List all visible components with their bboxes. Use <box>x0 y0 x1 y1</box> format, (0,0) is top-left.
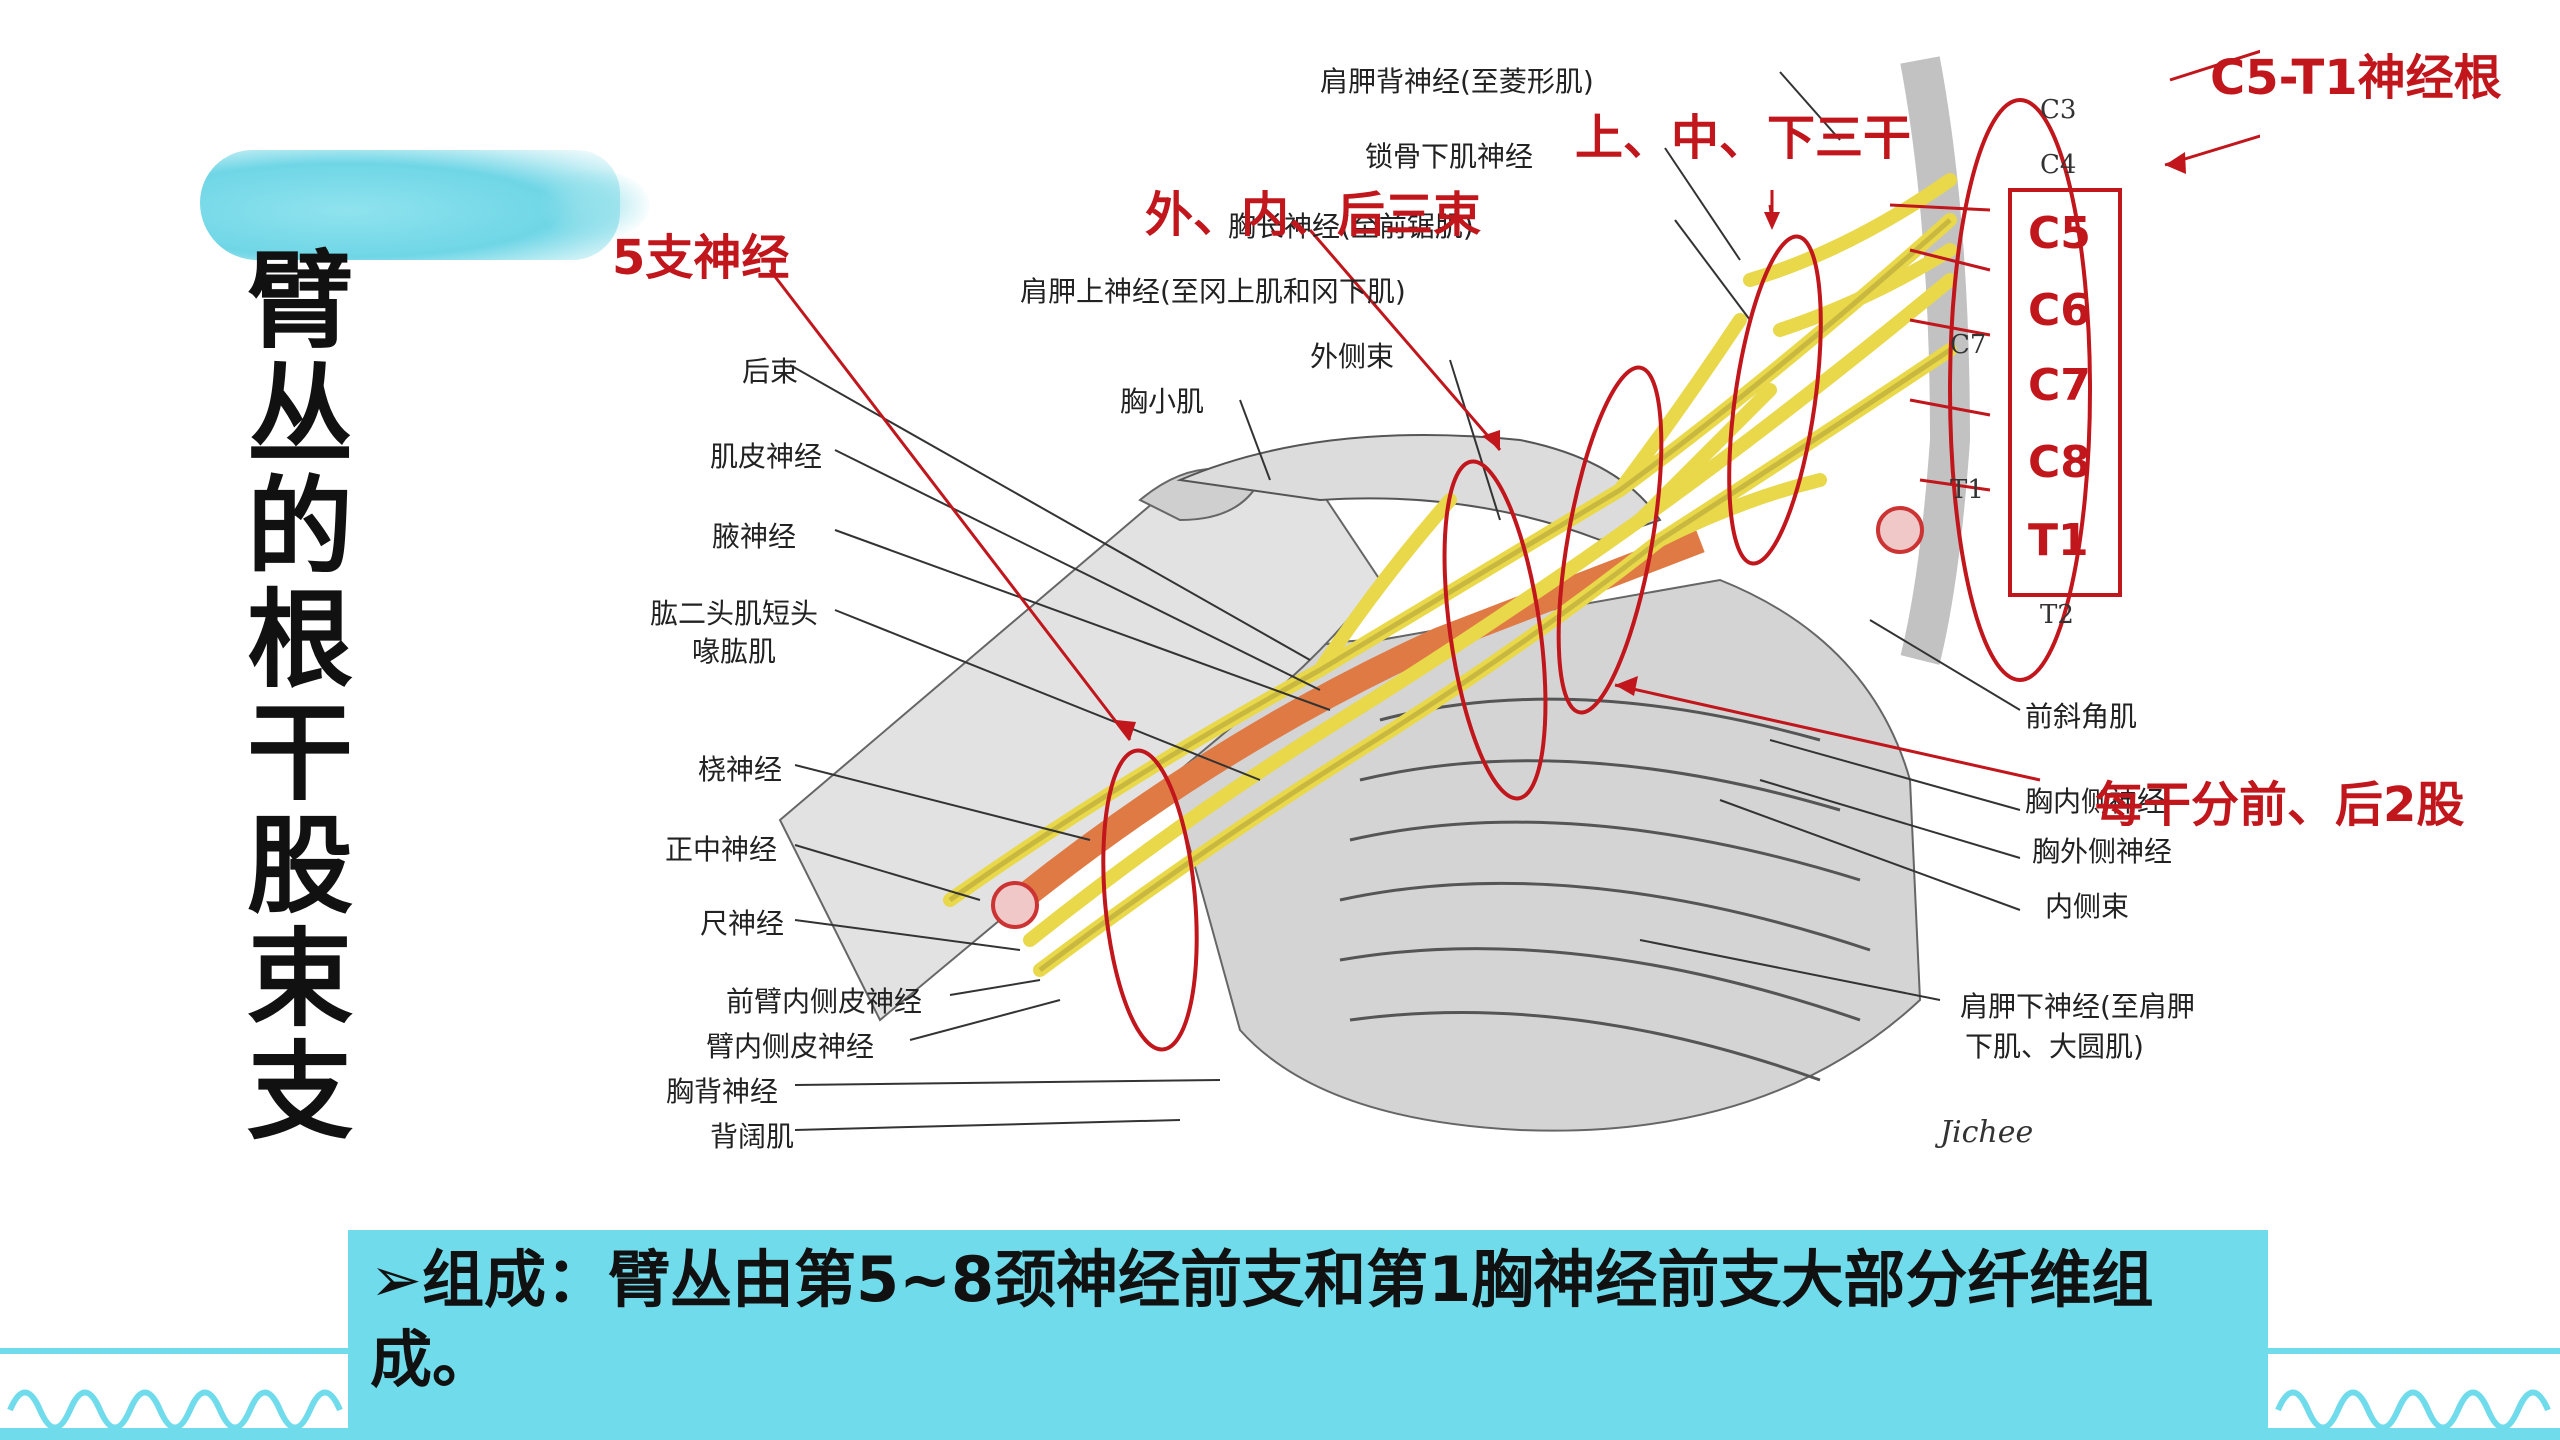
vertebra-label-c3: C3 <box>2040 95 2077 125</box>
title-decoration-tail <box>540 170 650 240</box>
vertebra-label-t2: T2 <box>2040 600 2074 630</box>
composition-description: 组成：臂丛由第5~8颈神经前支和第1胸神经前支大部分纤维组成。 <box>370 1243 2154 1396</box>
label-subclavian-nerve: 锁骨下肌神经 <box>1365 140 1534 173</box>
composition-info-bar <box>348 1230 2268 1440</box>
label-long-thoracic-nerve: 胸长神经(至前锯肌) <box>1228 210 1474 243</box>
root-label-c6: C6 <box>2028 285 2091 336</box>
label-biceps-short-head: 肱二头肌短头 <box>650 597 819 630</box>
label-ulnar-nerve: 尺神经 <box>700 907 785 940</box>
label-pectoralis-minor: 胸小肌 <box>1120 385 1205 418</box>
root-label-c8: C8 <box>2028 437 2091 488</box>
label-musculocutaneous-nerve: 肌皮神经 <box>710 440 823 473</box>
label-median-nerve: 正中神经 <box>665 833 778 866</box>
annotation-c5-t1-roots: C5-T1神经根 <box>2210 50 2502 106</box>
label-suprascapular-nerve: 肩胛上神经(至冈上肌和冈下肌) <box>1020 275 1406 308</box>
label-lateral-cord: 外侧束 <box>1310 340 1395 373</box>
illustrator-signature: Jichee <box>1940 1115 2034 1150</box>
annotation-three-trunks: 上、中、下三干 <box>1575 110 1912 166</box>
label-axillary-nerve: 腋神经 <box>712 520 797 553</box>
root-label-t1: T1 <box>2028 515 2089 566</box>
root-label-c5: C5 <box>2028 208 2091 259</box>
vertebra-label-t1: T1 <box>1950 475 1984 505</box>
root-label-c7: C7 <box>2028 360 2091 411</box>
page-title: 臂丛的根干股束支 <box>247 240 353 1154</box>
vertebra-label-c7: C7 <box>1950 330 1987 360</box>
annotation-three-cords: 外、内、后三束 <box>1145 187 1482 243</box>
label-medial-brachial-cutaneous: 臂内侧皮神经 <box>706 1030 875 1063</box>
label-posterior-cord: 后束 <box>742 355 799 388</box>
label-subscapular-nerve-1: 肩胛下神经(至肩胛 <box>1960 990 2195 1023</box>
label-dorsal-scapular-nerve: 肩胛背神经(至菱形肌) <box>1320 65 1594 98</box>
composition-text: ➢组成：臂丛由第5~8颈神经前支和第1胸神经前支大部分纤维组成。 <box>370 1240 2250 1400</box>
label-coracobrachialis: 喙肱肌 <box>692 635 777 668</box>
label-thoracodorsal-nerve: 胸背神经 <box>666 1075 779 1108</box>
label-medial-cord: 内侧束 <box>2045 890 2130 923</box>
label-subscapular-nerve-2: 下肌、大圆肌) <box>1965 1030 2144 1063</box>
anatomy-drawing <box>768 49 2260 1132</box>
left-decorative-border <box>0 1340 350 1440</box>
bullet-arrow-icon: ➢ <box>370 1243 422 1316</box>
annotation-divisions: 每干分前、后2股 <box>2095 777 2465 833</box>
label-latissimus-dorsi: 背阔肌 <box>710 1120 795 1153</box>
label-medial-antebrachial-cutaneous: 前臂内侧皮神经 <box>726 985 923 1018</box>
vertebra-label-c4: C4 <box>2040 150 2077 180</box>
label-anterior-scalene: 前斜角肌 <box>2025 700 2138 733</box>
label-lateral-pectoral-nerve: 胸外侧神经 <box>2032 835 2173 868</box>
annotation-five-branches: 5支神经 <box>612 230 790 286</box>
right-decorative-border <box>2268 1340 2560 1440</box>
label-radial-nerve: 桡神经 <box>698 753 783 786</box>
label-medial-pectoral-nerve: 胸内侧神经 <box>2025 785 2166 818</box>
brachial-plexus-illustration: 后束 肌皮神经 腋神经 肱二头肌短头 喙肱肌 桡神经 正中神经 尺神经 前臂内侧… <box>620 20 2260 1190</box>
